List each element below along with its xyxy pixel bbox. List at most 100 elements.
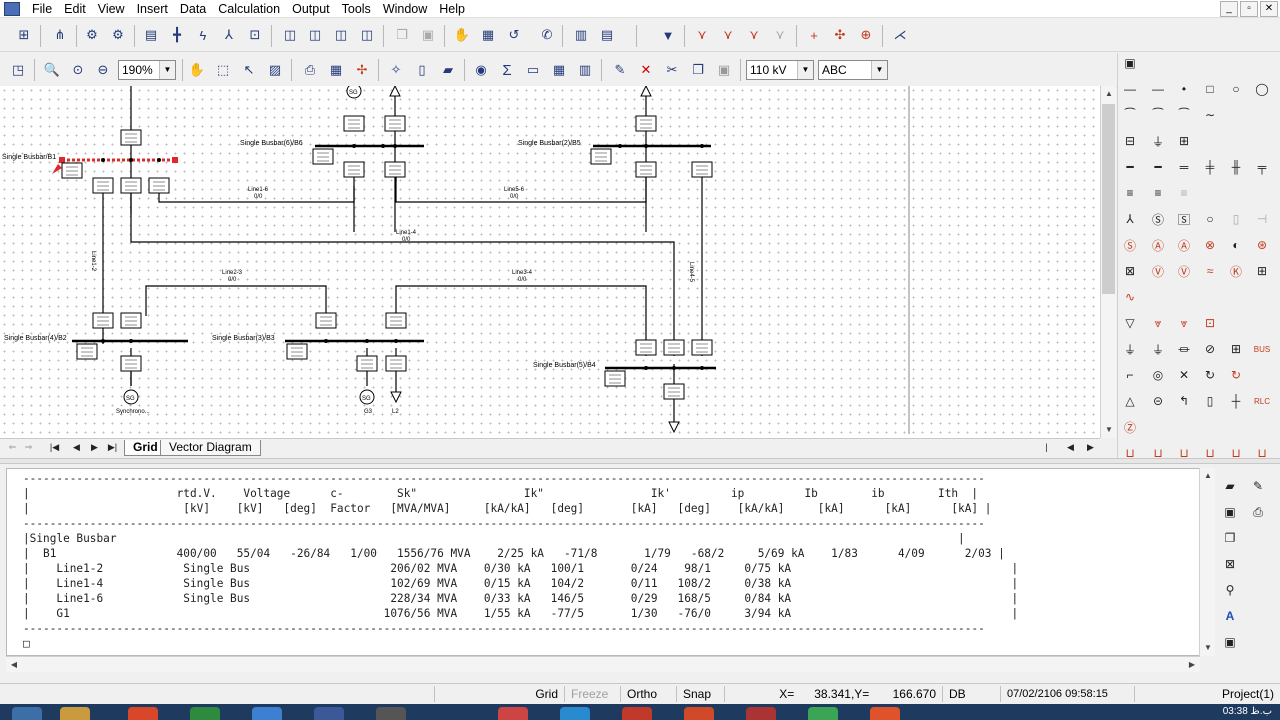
- sync-machine-icon[interactable]: Ⓢ: [1148, 209, 1168, 229]
- neplan-task-icon[interactable]: [684, 707, 714, 720]
- filter-icon[interactable]: ⊞: [1226, 339, 1246, 359]
- busbar-section-icon[interactable]: ╫: [1226, 157, 1246, 177]
- results-output-pane[interactable]: ----------------------------------------…: [6, 468, 1206, 656]
- arc-tool-icon[interactable]: ⁀: [1174, 105, 1194, 125]
- rect-select-icon[interactable]: ⬚: [213, 60, 233, 80]
- wave-tool-icon[interactable]: ∼: [1200, 105, 1220, 125]
- tab-scroll-forward-icon[interactable]: ⇒: [22, 441, 35, 454]
- undo-icon[interactable]: ↺: [504, 25, 524, 45]
- dot-tool-icon[interactable]: •: [1174, 79, 1194, 99]
- mark-icon[interactable]: ▨: [265, 60, 285, 80]
- table-view-icon[interactable]: ▥: [571, 25, 591, 45]
- add-element-icon[interactable]: +: [804, 25, 824, 45]
- hscroll-right-arrow-icon[interactable]: ▶: [1084, 441, 1097, 454]
- circle-tool-icon[interactable]: ○: [1226, 79, 1246, 99]
- scroll-down-icon[interactable]: ▼: [1101, 422, 1117, 438]
- cross-icon[interactable]: ✕: [1174, 365, 1194, 385]
- freehand-select-icon[interactable]: ↖: [239, 60, 259, 80]
- pdf-task-icon[interactable]: [622, 707, 652, 720]
- chart-2-icon[interactable]: ◫: [305, 25, 325, 45]
- curve-icon[interactable]: ⋌: [890, 25, 910, 45]
- scroll-left-icon[interactable]: ◀: [6, 657, 22, 673]
- edit-icon[interactable]: ✎: [610, 60, 630, 80]
- triple-busbar-icon[interactable]: ≡: [1120, 183, 1140, 203]
- protection-icon[interactable]: ⊡: [245, 25, 265, 45]
- phone-icon[interactable]: ✆: [537, 25, 557, 45]
- status-grid[interactable]: Grid: [434, 686, 564, 702]
- save-as-icon[interactable]: ▣: [1220, 632, 1240, 652]
- menu-help[interactable]: Help: [433, 0, 471, 18]
- grid-icon[interactable]: ▦: [549, 60, 569, 80]
- shunt-icon[interactable]: ⏚: [1120, 339, 1140, 359]
- bus-tag-icon[interactable]: BUS: [1252, 339, 1272, 359]
- edit-results-icon[interactable]: ✎: [1248, 476, 1268, 496]
- grid-layout-icon[interactable]: ▦: [326, 60, 346, 80]
- scroll-thumb[interactable]: [1102, 104, 1115, 294]
- palette-icon[interactable]: ◉: [471, 60, 491, 80]
- new-page-icon[interactable]: ✧: [386, 60, 406, 80]
- wind-icon[interactable]: ⊠: [1120, 261, 1140, 281]
- palette-lock-icon[interactable]: ▣: [1120, 53, 1140, 73]
- fault-icon[interactable]: ϟ: [193, 25, 213, 45]
- rectangle-tool-icon[interactable]: □: [1200, 79, 1220, 99]
- plus-icon[interactable]: ┼: [1226, 391, 1246, 411]
- hscroll-left-icon[interactable]: |: [1040, 441, 1053, 454]
- pane-splitter[interactable]: [0, 458, 1280, 464]
- capacitor-icon[interactable]: ⏛: [1174, 339, 1194, 359]
- orange-task-icon[interactable]: [870, 707, 900, 720]
- excel-task-icon[interactable]: [190, 707, 220, 720]
- transformer-tool-icon[interactable]: ╋: [167, 25, 187, 45]
- menu-view[interactable]: View: [92, 0, 131, 18]
- switch-tool-icon[interactable]: ⅄: [219, 25, 239, 45]
- status-ortho[interactable]: Ortho: [620, 686, 676, 702]
- rlc-icon[interactable]: RLC: [1252, 391, 1272, 411]
- restore-button[interactable]: ▫: [1240, 1, 1258, 17]
- telegram-task-icon[interactable]: [560, 707, 590, 720]
- switch-icon[interactable]: ⏚: [1148, 131, 1168, 151]
- inverter-icon[interactable]: ◐: [1226, 235, 1246, 255]
- library-icon[interactable]: ▦: [478, 25, 498, 45]
- pv-icon[interactable]: ⊛: [1252, 235, 1272, 255]
- menu-calculation[interactable]: Calculation: [212, 0, 286, 18]
- minimize-button[interactable]: _: [1220, 1, 1238, 17]
- external-grid-icon[interactable]: ⊞: [1252, 261, 1272, 281]
- sg-source-icon[interactable]: Ⓢ: [1120, 235, 1140, 255]
- menu-file[interactable]: File: [26, 0, 58, 18]
- paste-icon[interactable]: ▣: [714, 60, 734, 80]
- breaker-icon[interactable]: ⊟: [1120, 131, 1140, 151]
- sum-icon[interactable]: Σ: [497, 60, 517, 80]
- corner-icon[interactable]: ⌐: [1120, 365, 1140, 385]
- app-task-icon[interactable]: [498, 707, 528, 720]
- load-arrow-icon[interactable]: ▽: [1120, 313, 1140, 333]
- dropdown-arrow-icon[interactable]: ▼: [658, 25, 678, 45]
- scroll-up-icon[interactable]: ▲: [1101, 86, 1117, 102]
- double-busbar-icon[interactable]: ═: [1174, 157, 1194, 177]
- tab-prev-icon[interactable]: ◀: [70, 441, 83, 454]
- menu-data[interactable]: Data: [174, 0, 212, 18]
- voltage-source-icon[interactable]: Ⓥ: [1174, 261, 1194, 281]
- font-icon[interactable]: A: [1220, 606, 1240, 626]
- new-grid-icon[interactable]: ⊞: [14, 25, 34, 45]
- pan-hand-icon[interactable]: ✋: [187, 60, 207, 80]
- status-snap[interactable]: Snap: [676, 686, 724, 702]
- shunt-2-icon[interactable]: ⏚: [1148, 339, 1168, 359]
- zoom-in-icon[interactable]: 🔍: [42, 60, 62, 80]
- save-icon[interactable]: ▣: [1220, 502, 1240, 522]
- zoom-combo[interactable]: 190% ▼: [118, 60, 176, 80]
- triangle-icon[interactable]: △: [1120, 391, 1140, 411]
- scroll-up-icon[interactable]: ▲: [1200, 468, 1216, 484]
- explorer-task-icon[interactable]: [60, 707, 90, 720]
- select-tool-icon[interactable]: ◳: [8, 60, 28, 80]
- find-binoculars-icon[interactable]: ⚲: [1220, 580, 1240, 600]
- scroll-down-icon[interactable]: ▼: [1200, 640, 1216, 656]
- ac-source-icon[interactable]: Ⓥ: [1148, 261, 1168, 281]
- menu-output[interactable]: Output: [286, 0, 336, 18]
- load-box-icon[interactable]: ⊡: [1200, 313, 1220, 333]
- thin-line-tool-icon[interactable]: —: [1148, 79, 1168, 99]
- async-machine-icon[interactable]: Ⓐ: [1148, 235, 1168, 255]
- fuse-icon[interactable]: ▯: [1200, 391, 1220, 411]
- status-freeze[interactable]: Freeze: [564, 686, 620, 702]
- results-vertical-scrollbar[interactable]: ▲ ▼: [1199, 468, 1215, 656]
- loop-icon[interactable]: ↻: [1226, 365, 1246, 385]
- busbar-node-icon[interactable]: ━: [1148, 157, 1168, 177]
